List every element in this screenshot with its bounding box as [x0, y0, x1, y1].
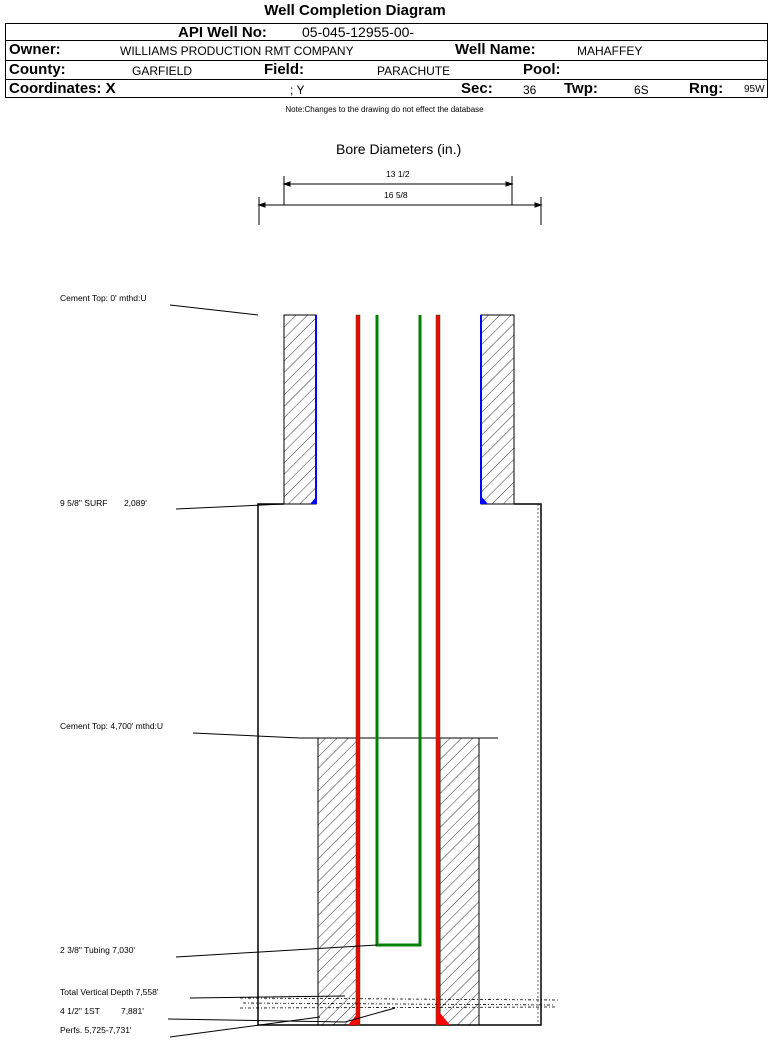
tvd-label: Total Vertical Depth 7,558' [60, 987, 159, 997]
sec-label: Sec: [461, 80, 493, 97]
well-name-label: Well Name: [455, 41, 536, 58]
leader-lines [167, 304, 396, 1038]
bore-diameters-title: Bore Diameters (in.) [336, 141, 462, 157]
database-note: Note:Changes to the drawing do not effec… [285, 105, 484, 114]
field-value: PARACHUTE [377, 64, 451, 78]
coordinates-row: Coordinates: X ; Y Sec: 36 Twp: 6S Rng: … [6, 80, 767, 98]
county-label: County: [9, 61, 66, 78]
rng-value: 95W [744, 84, 765, 95]
surface-cement-left [283, 314, 317, 505]
owner-value: WILLIAMS PRODUCTION RMT COMPANY [120, 44, 354, 58]
production-casing-label: 4 1/2" 1ST 7,881' [60, 1006, 144, 1016]
county-row: County: GARFIELD Field: PARACHUTE Pool: [6, 61, 767, 80]
field-label: Field: [264, 61, 304, 78]
api-value: 05-045-12955-00- [302, 24, 415, 40]
surface-casing-label: 9 5/8" SURF 2,089' [60, 498, 147, 508]
sec-value: 36 [523, 83, 537, 97]
cement-top-label-2: Cement Top: 4,700' mthd:U [60, 721, 164, 731]
bore-diameter-2: 16 5/8 [384, 190, 408, 200]
rng-label: Rng: [689, 80, 724, 97]
tvd-marker [239, 997, 559, 1009]
api-label: API Well No: [178, 24, 267, 41]
tubing-label: 2 3/8" Tubing 7,030' [60, 945, 136, 955]
tubing [375, 315, 422, 947]
twp-value: 6S [634, 83, 649, 97]
bore-diameter-1: 13 1/2 [386, 169, 410, 179]
production-casing-right [435, 314, 441, 1026]
production-cement-left [317, 737, 358, 1026]
page-title: Well Completion Diagram [264, 2, 446, 19]
perfs-label: Perfs. 5,725-7,731' [60, 1025, 132, 1035]
api-row: API Well No: 05-045-12955-00- [6, 24, 767, 41]
well-header-table: API Well No: 05-045-12955-00- Owner: WIL… [5, 23, 768, 98]
pool-label: Pool: [523, 61, 561, 78]
owner-label: Owner: [9, 41, 61, 58]
coordinates-y: ; Y [290, 83, 305, 97]
borehole-outline [257, 503, 542, 1026]
production-casing-left [355, 314, 361, 1026]
production-cement-right [439, 737, 480, 1026]
surface-cement-right [480, 314, 515, 505]
coordinates-label: Coordinates: X [9, 80, 116, 97]
twp-label: Twp: [564, 80, 598, 97]
owner-row: Owner: WILLIAMS PRODUCTION RMT COMPANY W… [6, 41, 767, 61]
bore-dimensions [257, 176, 543, 225]
cement-top-label-1: Cement Top: 0' mthd:U [60, 293, 147, 303]
county-value: GARFIELD [132, 64, 193, 78]
well-name-value: MAHAFFEY [577, 44, 643, 58]
